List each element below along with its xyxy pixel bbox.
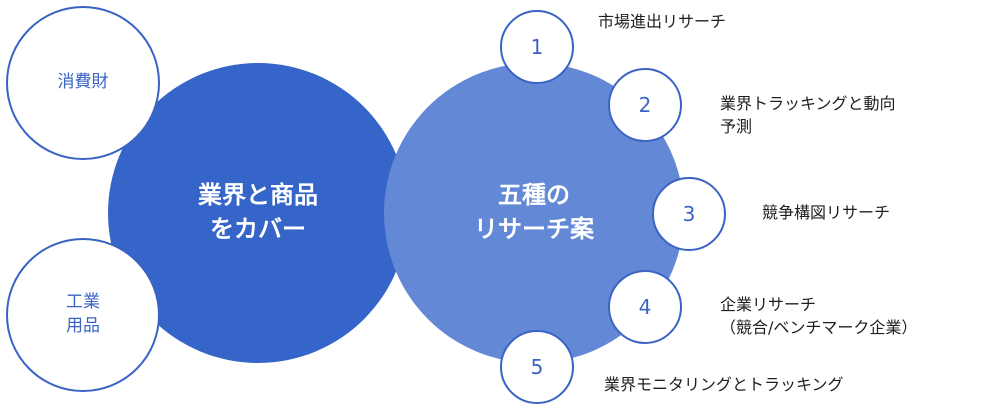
category-label-line1: 工業 [66,292,100,313]
research-label-5: 業界モニタリングとトラッキング [604,373,844,396]
research-label-2: 業界トラッキングと動向 予測 [720,92,896,138]
coverage-hub-line1: 業界と商品 [198,181,318,210]
category-industrial-goods: 工業 用品 [6,238,160,392]
category-label-line2: 用品 [66,316,100,336]
research-label-3-line1: 競争構図リサーチ [762,203,891,222]
research-hub-line2: リサーチ案 [474,215,594,243]
research-number-5: 5 [500,330,574,404]
research-number-1: 1 [500,10,574,84]
research-number-3: 3 [652,177,726,251]
research-number-2: 2 [608,68,682,142]
research-label-1: 市場進出リサーチ [598,10,726,33]
coverage-hub-line2: をカバー [210,215,306,243]
research-label-3: 競争構図リサーチ [762,201,890,224]
category-label: 消費財 [57,72,109,93]
research-number-4: 4 [608,270,682,344]
research-label-2-line2: 予測 [720,117,753,137]
research-hub-line1: 五種の [498,181,570,210]
research-label-4: 企業リサーチ （競合/ベンチマーク企業） [720,293,917,339]
research-label-2-line1: 業界トラッキングと動向 [720,94,896,113]
research-label-5-line1: 業界モニタリングとトラッキング [604,375,844,394]
research-label-4-line2: （競合/ベンチマーク企業） [720,318,918,338]
category-consumer-goods: 消費財 [6,6,160,160]
research-label-1-line1: 市場進出リサーチ [598,12,727,31]
research-label-4-line1: 企業リサーチ [720,295,817,314]
